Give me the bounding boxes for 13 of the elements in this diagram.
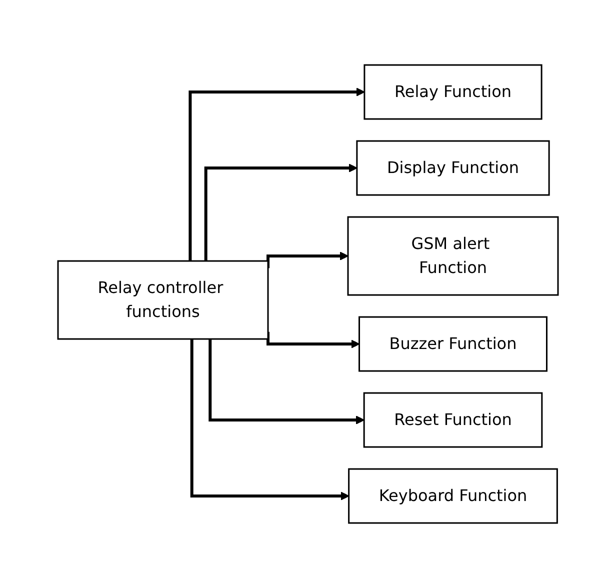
arrow bbox=[266, 332, 360, 348]
node-box: GSM alert Function bbox=[346, 216, 558, 296]
node-box: Keyboard Function bbox=[348, 468, 558, 524]
arrow bbox=[208, 339, 364, 424]
arrow bbox=[266, 252, 348, 268]
node-box: Reset Function bbox=[362, 392, 542, 448]
arrow bbox=[190, 339, 349, 500]
node-box: Display Function bbox=[356, 140, 550, 196]
node-box: Buzzer Function bbox=[358, 316, 547, 372]
node-box: Relay Function bbox=[363, 64, 542, 120]
node-box: Relay controller functions bbox=[56, 260, 268, 340]
arrow bbox=[188, 88, 364, 261]
arrow bbox=[204, 164, 357, 261]
